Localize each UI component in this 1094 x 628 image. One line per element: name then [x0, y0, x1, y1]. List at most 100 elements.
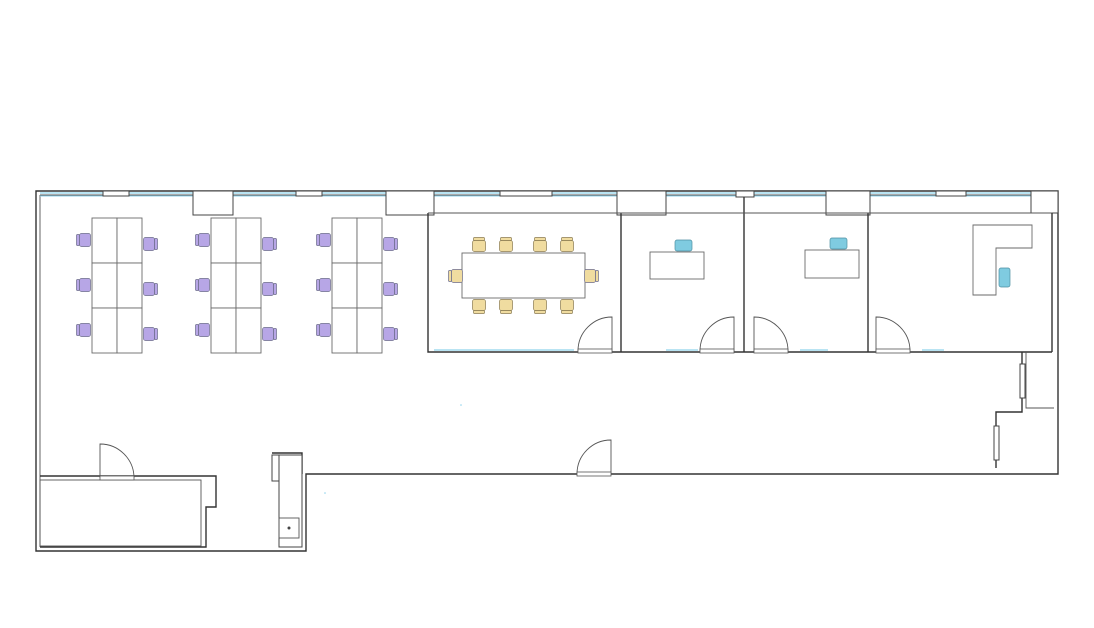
desk: [91, 262, 118, 309]
chair-back: [195, 279, 199, 291]
desk: [210, 307, 237, 354]
storage-inner: [39, 479, 202, 547]
chair-icon: [560, 299, 574, 314]
chair-seat: [472, 299, 486, 311]
kitchen-counter: [278, 454, 303, 548]
chair-back: [316, 324, 320, 336]
door-threshold: [753, 348, 789, 354]
conference-table: [461, 252, 586, 299]
chair-icon: [472, 299, 486, 314]
chair-icon: [448, 269, 463, 283]
chair-back: [473, 237, 485, 241]
chair-back: [534, 237, 546, 241]
closet-door[interactable]: [993, 425, 1000, 461]
doors: [99, 316, 911, 481]
door-threshold: [577, 348, 613, 354]
door-swing: [577, 316, 613, 352]
workstation-cluster: [316, 217, 398, 354]
chair-seat: [383, 237, 395, 251]
column: [385, 190, 435, 216]
column: [935, 190, 967, 197]
chair-back: [448, 270, 452, 282]
chair-icon: [533, 237, 547, 252]
desk: [116, 217, 143, 264]
chair-icon: [560, 237, 574, 252]
office-chair-icon: [674, 239, 693, 252]
door-threshold: [699, 348, 735, 354]
desk: [116, 262, 143, 309]
chair-back: [561, 237, 573, 241]
column: [499, 190, 553, 197]
chair-back: [394, 328, 398, 340]
chair-back: [154, 238, 158, 250]
desk: [235, 217, 262, 264]
closets: [993, 352, 1054, 468]
chair-seat: [143, 327, 155, 341]
chair-back: [76, 279, 80, 291]
desk: [116, 307, 143, 354]
kitchen-cabinet: [271, 454, 280, 482]
office-desk: [649, 251, 705, 280]
marker-dot: [460, 404, 462, 406]
desk: [210, 217, 237, 264]
chair-seat: [472, 240, 486, 252]
desk: [331, 217, 358, 264]
column: [735, 190, 755, 198]
column: [192, 190, 234, 216]
chair-back: [273, 283, 277, 295]
chair-seat: [319, 278, 331, 292]
marker-dot: [324, 492, 326, 494]
chair-seat: [383, 327, 395, 341]
door: [875, 316, 911, 354]
door-swing: [576, 439, 612, 475]
conference-room: [448, 237, 599, 314]
door: [576, 439, 612, 477]
chair-icon: [76, 233, 91, 247]
chair-back: [500, 237, 512, 241]
chair-seat: [319, 233, 331, 247]
chair-seat: [262, 327, 274, 341]
chair-seat: [319, 323, 331, 337]
closet-door[interactable]: [1019, 363, 1026, 399]
chair-seat: [79, 278, 91, 292]
desk: [235, 262, 262, 309]
private-offices: [649, 224, 1033, 296]
chair-icon: [262, 282, 277, 296]
workstation-cluster: [76, 217, 158, 354]
sink-drain-icon: [287, 526, 291, 530]
chair-seat: [451, 269, 463, 283]
chair-back: [195, 234, 199, 246]
chair-seat: [499, 299, 513, 311]
chair-back: [394, 283, 398, 295]
chair-icon: [383, 327, 398, 341]
chair-seat: [383, 282, 395, 296]
door: [699, 316, 735, 354]
chair-back: [500, 310, 512, 314]
chair-icon: [76, 278, 91, 292]
chair-icon: [143, 237, 158, 251]
chair-back: [534, 310, 546, 314]
chair-icon: [262, 237, 277, 251]
storage-room: [39, 475, 217, 548]
kitchenette: [271, 452, 303, 548]
chair-back: [76, 234, 80, 246]
chair-icon: [472, 237, 486, 252]
chair-icon: [499, 299, 513, 314]
column: [295, 190, 323, 197]
chair-seat: [198, 278, 210, 292]
chair-seat: [560, 240, 574, 252]
chair-back: [316, 279, 320, 291]
office-chair-icon: [998, 267, 1011, 288]
chair-icon: [584, 269, 599, 283]
door: [577, 316, 613, 354]
chair-icon: [533, 299, 547, 314]
column: [825, 190, 871, 216]
column: [102, 190, 130, 197]
office-chair-icon: [829, 237, 848, 250]
chair-icon: [195, 278, 210, 292]
chair-seat: [143, 282, 155, 296]
door: [753, 316, 789, 354]
partition-wall: [427, 213, 1052, 353]
desk: [235, 307, 262, 354]
office-l-desk: [972, 224, 1033, 296]
